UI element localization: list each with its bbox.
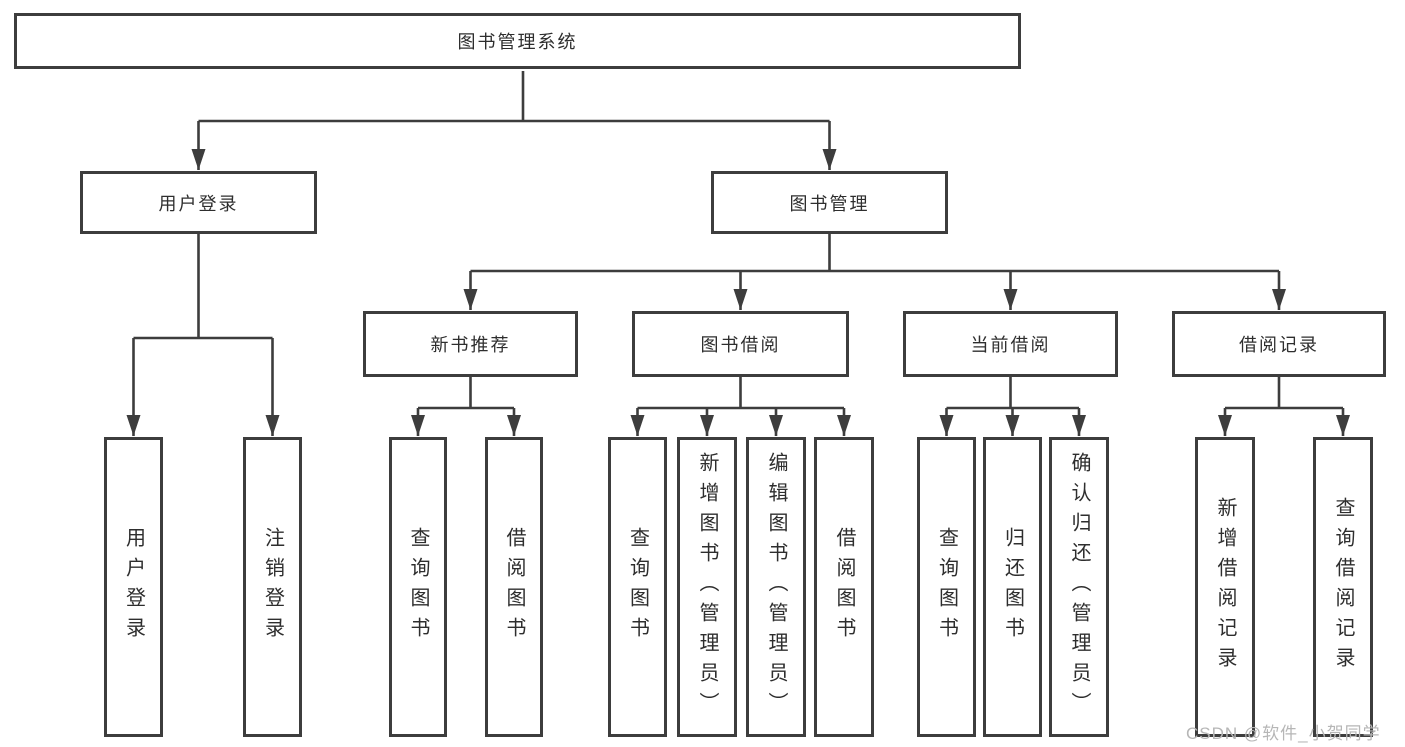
leaf-query-books-recommend: 查询图书: [389, 437, 447, 737]
leaf-label: 编辑图书（管理员）: [765, 452, 787, 722]
node-label: 图书管理系统: [457, 32, 578, 52]
node-label: 图书管理: [789, 193, 870, 214]
leaf-label: 归还图书: [1001, 527, 1024, 647]
leaf-edit-books-admin: 编辑图书（管理员）: [746, 437, 806, 737]
connector-book-management-children: [463, 234, 1286, 310]
leaf-query-books-current: 查询图书: [917, 437, 976, 737]
node-book-borrow: 图书借阅: [632, 311, 849, 377]
leaf-label: 借阅图书: [833, 527, 855, 647]
leaf-label: 新增借阅记录: [1214, 497, 1236, 677]
leaf-add-borrow-record: 新增借阅记录: [1195, 437, 1255, 737]
leaf-return-books: 归还图书: [983, 437, 1042, 737]
connector-root-to-level2: [191, 71, 837, 170]
leaf-label: 确认归还（管理员）: [1068, 452, 1090, 722]
node-current-borrow: 当前借阅: [903, 311, 1118, 377]
leaf-confirm-return-admin: 确认归还（管理员）: [1049, 437, 1109, 737]
connector-current-borrow-children: [939, 377, 1086, 436]
leaf-label: 新增图书（管理员）: [696, 452, 718, 722]
node-label: 当前借阅: [970, 335, 1051, 355]
node-label: 新书推荐: [430, 335, 511, 355]
leaf-label: 注销登录: [261, 527, 284, 647]
connector-borrow-records-children: [1218, 377, 1350, 436]
leaf-query-books-borrow: 查询图书: [608, 437, 667, 737]
connector-book-borrow-children: [630, 377, 851, 436]
node-new-book-recommend: 新书推荐: [363, 311, 578, 377]
node-label: 借阅记录: [1239, 335, 1319, 355]
leaf-label: 查询借阅记录: [1332, 497, 1354, 677]
leaf-label: 查询图书: [626, 527, 649, 647]
leaf-label: 借阅图书: [503, 527, 525, 647]
node-book-management: 图书管理: [711, 171, 948, 234]
connector-new-book-children: [411, 377, 521, 436]
csdn-watermark: CSDN @软件_小贺同学: [1186, 724, 1381, 743]
leaf-label: 查询图书: [407, 527, 429, 647]
connector-user-login-children: [126, 234, 280, 436]
leaf-user-login: 用户登录: [104, 437, 163, 737]
node-library-management-system: 图书管理系统: [14, 13, 1021, 69]
leaf-label: 查询图书: [935, 527, 958, 647]
node-label: 用户登录: [158, 193, 239, 214]
node-label: 图书借阅: [700, 335, 781, 355]
leaf-label: 用户登录: [122, 527, 145, 647]
leaf-add-books-admin: 新增图书（管理员）: [677, 437, 737, 737]
leaf-query-borrow-record: 查询借阅记录: [1313, 437, 1373, 737]
node-borrow-records: 借阅记录: [1172, 311, 1386, 377]
node-user-login: 用户登录: [80, 171, 317, 234]
leaf-logout: 注销登录: [243, 437, 302, 737]
leaf-borrow-books: 借阅图书: [814, 437, 874, 737]
leaf-borrow-books-recommend: 借阅图书: [485, 437, 543, 737]
